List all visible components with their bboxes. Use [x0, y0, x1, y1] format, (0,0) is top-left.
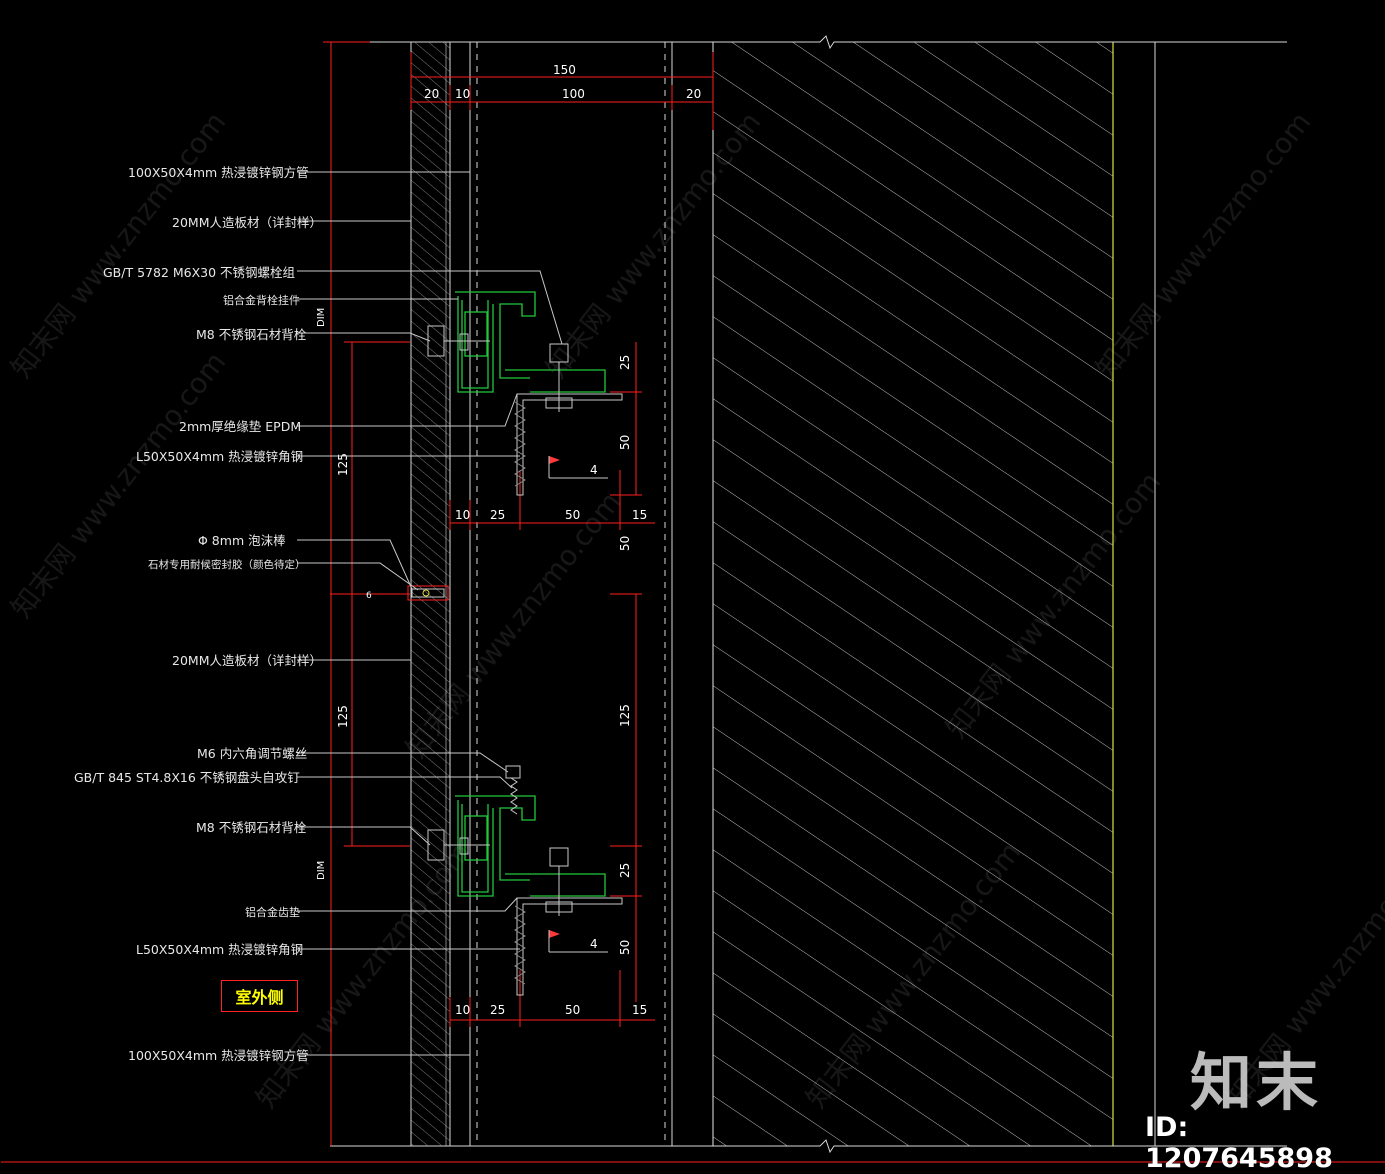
dim-overall: 150 — [553, 63, 576, 77]
watermark-text: 知末网 www.znzmo.com — [5, 346, 233, 625]
break-lines — [1, 35, 1385, 1163]
dim-side-top: DIM — [316, 308, 327, 327]
dim-bracket-a: 10 — [455, 508, 470, 522]
label-adj-screw: M6 内六角调节螺丝 — [197, 746, 307, 761]
bracket-assembly-bottom: 4 — [427, 765, 623, 996]
weld-size-bot: 4 — [590, 937, 598, 951]
steel-tube — [469, 42, 673, 1146]
bracket-dimensions-bot — [449, 970, 655, 1027]
dim-h25-bot: 25 — [618, 863, 632, 878]
weld-size-top: 4 — [590, 463, 598, 477]
dim-h25-top: 25 — [618, 355, 632, 370]
bracket-assembly-top: 4 — [427, 291, 623, 496]
label-foam-rod: Φ 8mm 泡沫棒 — [198, 533, 286, 548]
label-tube-top: 100X50X4mm 热浸镀锌钢方管 — [128, 165, 309, 180]
dim-h50-top: 50 — [618, 435, 632, 450]
dim-h50-mid: 50 — [618, 536, 632, 551]
dim-h125-left-bot: 125 — [336, 705, 350, 728]
dim-bracket-b: 25 — [490, 508, 505, 522]
dim-bracket2-d: 15 — [632, 1003, 647, 1017]
concrete-wall — [712, 42, 1156, 1146]
dim-side-bot: DIM — [316, 861, 327, 880]
watermark-layer: 知末网 www.znzmo.com 知末网 www.znzmo.com 知末网 … — [5, 106, 1385, 1115]
label-angle-top: L50X50X4mm 热浸镀锌角钢 — [136, 449, 303, 464]
label-angle-bot: L50X50X4mm 热浸镀锌角钢 — [136, 942, 303, 957]
weld-symbol-icon — [549, 930, 560, 938]
dim-seg-c: 100 — [562, 87, 585, 101]
dim-seg-a: 20 — [424, 87, 439, 101]
panel-joint: 6 — [358, 585, 449, 601]
dim-bracket-d: 15 — [632, 508, 647, 522]
dim-gap: 6 — [366, 591, 372, 601]
label-al-pad: 铝合金齿垫 — [245, 905, 300, 919]
right-dimensions — [610, 342, 642, 1002]
dim-h125-right: 125 — [618, 704, 632, 727]
watermark-text: 知末网 www.znzmo.com — [1090, 106, 1318, 385]
dim-bracket2-b: 25 — [490, 1003, 505, 1017]
label-stone-mid: 20MM人造板材（详封样） — [172, 653, 322, 668]
dim-seg-d: 20 — [686, 87, 701, 101]
annotation-labels: 100X50X4mm 热浸镀锌钢方管 20MM人造板材（详封样） GB/T 57… — [74, 165, 322, 1063]
label-back-anchor-top: M8 不锈钢石材背栓 — [196, 327, 307, 342]
label-tube-bot: 100X50X4mm 热浸镀锌钢方管 — [128, 1048, 309, 1063]
top-dimensions — [410, 52, 714, 130]
label-epdm: 2mm厚绝缘垫 EPDM — [179, 419, 301, 434]
label-back-anchor-bot: M8 不锈钢石材背栓 — [196, 820, 307, 835]
label-sealant: 石材专用耐候密封胶（颜色待定） — [148, 558, 306, 571]
dim-bracket2-c: 50 — [565, 1003, 580, 1017]
dim-bracket2-a: 10 — [455, 1003, 470, 1017]
label-self-tap: GB/T 845 ST4.8X16 不锈钢盘头自攻钉 — [74, 770, 300, 785]
label-bolt-group: GB/T 5782 M6X30 不锈钢螺栓组 — [103, 265, 295, 280]
leader-lines — [297, 171, 563, 1056]
exterior-side-label: 室外侧 — [235, 988, 284, 1007]
brand-logo: 知末 — [1190, 1046, 1323, 1119]
weld-symbol-icon — [549, 456, 560, 464]
dim-h50-bot: 50 — [618, 940, 632, 955]
bracket-dimensions-top — [449, 470, 655, 530]
dim-bracket-c: 50 — [565, 508, 580, 522]
exterior-side-tag: 室外侧 — [221, 980, 298, 1012]
watermark-text: 知末网 www.znzmo.com — [5, 106, 233, 385]
dim-h125-left-top: 125 — [336, 453, 350, 476]
label-stone-top: 20MM人造板材（详封样） — [172, 215, 322, 230]
label-al-hanger: 铝合金背栓挂件 — [223, 293, 300, 307]
drawing-id: ID: 1207645898 — [1145, 1112, 1333, 1174]
dim-seg-b: 10 — [455, 87, 470, 101]
